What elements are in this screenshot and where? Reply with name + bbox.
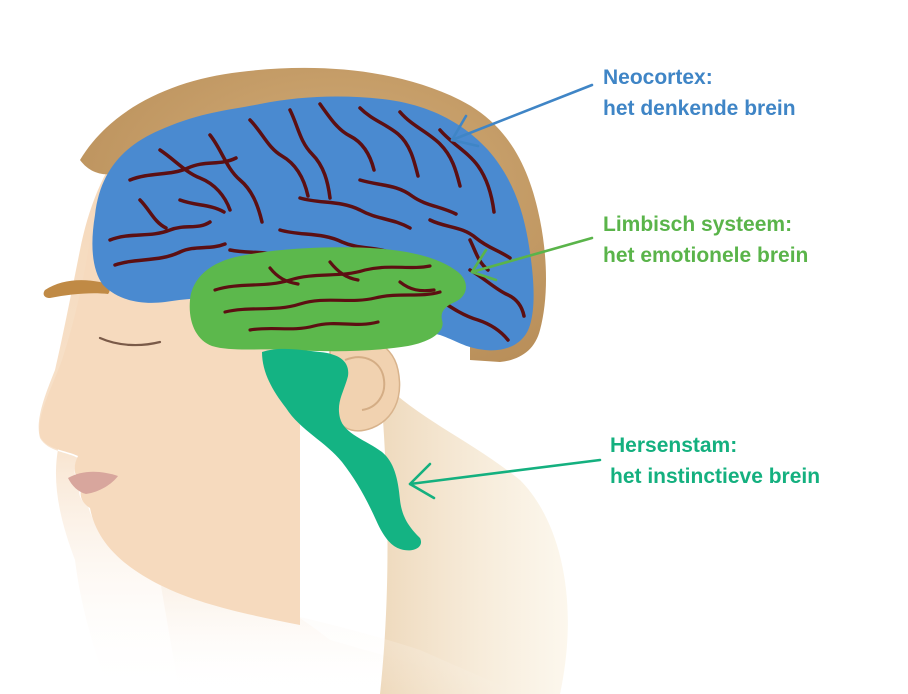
brainstem-subtitle: het instinctieve brein xyxy=(610,465,821,488)
limbic-title: Limbisch systeem: xyxy=(603,213,793,236)
limbic-label: Limbisch systeem: het emotionele brein xyxy=(603,209,808,271)
neocortex-label: Neocortex: het denkende brein xyxy=(603,62,796,124)
back-of-neck xyxy=(380,380,568,694)
ear-inner xyxy=(344,356,386,411)
neocortex-subtitle: het denkende brein xyxy=(603,97,796,120)
pointer-arrows xyxy=(408,83,602,500)
neocortex-folds xyxy=(108,102,526,342)
limbic-subtitle: het emotionele brein xyxy=(603,244,809,267)
brainstem-title: Hersenstam: xyxy=(610,434,738,457)
neocortex-title: Neocortex: xyxy=(603,66,713,89)
brainstem-arrow xyxy=(408,458,602,500)
brainstem-shape xyxy=(262,348,422,551)
eyebrow xyxy=(43,280,110,298)
brainstem-label: Hersenstam: het instinctieve brein xyxy=(610,430,820,492)
closed-eye xyxy=(98,336,162,347)
limbic-folds xyxy=(213,260,442,332)
neocortex-arrow xyxy=(450,83,594,148)
limbic-arrow xyxy=(470,236,594,282)
lips xyxy=(68,471,118,494)
